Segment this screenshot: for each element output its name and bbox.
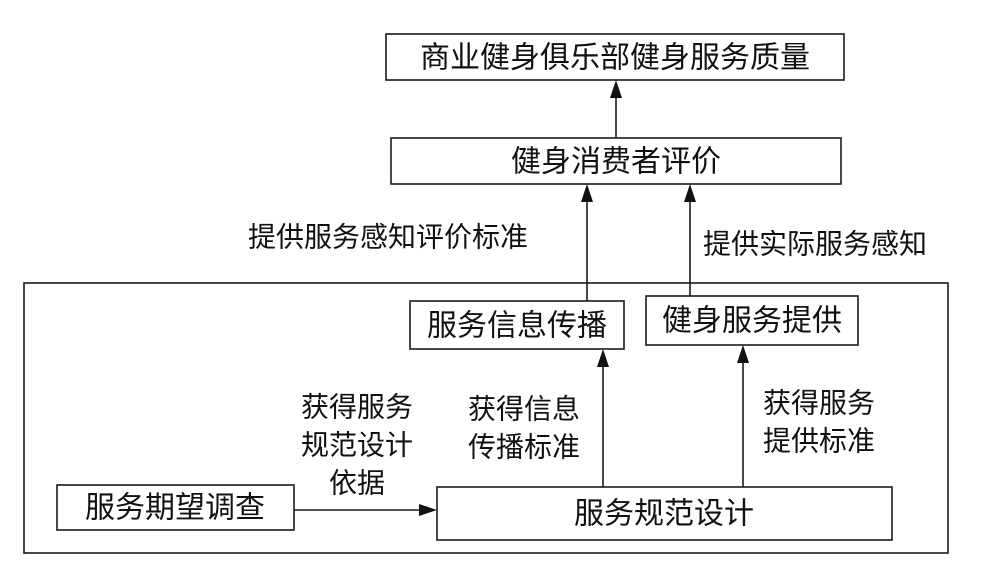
edge-eval-to-top-arrowhead [610,80,622,98]
label-info-line1: 获得信息 [468,393,580,426]
edge-info-to-eval-arrowhead [581,184,593,202]
edge-survey-to-design [294,504,437,516]
node-top-label: 商业健身俱乐部健身服务质量 [420,41,810,76]
edge-survey-to-design-arrowhead [419,504,437,516]
node-design: 服务规范设计 [436,486,893,541]
node-info-spread-box [409,300,625,350]
node-info-spread-label: 服务信息传播 [427,309,607,344]
node-survey: 服务期望调查 [56,484,295,531]
label-actual: 提供实际服务感知 [703,228,927,261]
internal-process-frame [23,282,949,554]
label-info-line2: 传播标准 [468,431,580,464]
node-provide-box [645,295,859,346]
label-basis-line1: 获得服务 [301,391,413,424]
node-provide-label: 健身服务提供 [662,304,842,339]
node-design-box [436,486,893,541]
label-provide-line2: 提供标准 [763,425,875,458]
edge-provide-to-eval-arrowhead [684,184,696,202]
label-provide-line1: 获得服务 [763,387,875,420]
edge-design-to-provide-arrowhead [737,345,749,363]
node-top: 商业健身俱乐部健身服务质量 [385,33,845,81]
node-survey-label: 服务期望调查 [85,491,265,526]
edge-eval-to-top [610,80,622,138]
node-eval: 健身消费者评价 [390,137,842,185]
label-basis-line2: 规范设计 [301,429,413,462]
edge-design-to-info [597,349,609,487]
edge-design-to-info-arrowhead [597,349,609,367]
edge-provide-to-eval [684,184,696,296]
node-design-label: 服务规范设计 [574,497,754,532]
label-standard: 提供服务感知评价标准 [248,221,528,254]
node-eval-box [390,137,842,185]
edge-design-to-provide [737,345,749,487]
node-info-spread: 服务信息传播 [409,300,625,350]
node-eval-label: 健身消费者评价 [511,145,721,180]
label-basis-line3: 依据 [329,467,385,500]
node-provide: 健身服务提供 [645,295,859,346]
node-survey-box [56,484,295,531]
node-top-box [385,33,845,81]
edge-info-to-eval [581,184,593,301]
